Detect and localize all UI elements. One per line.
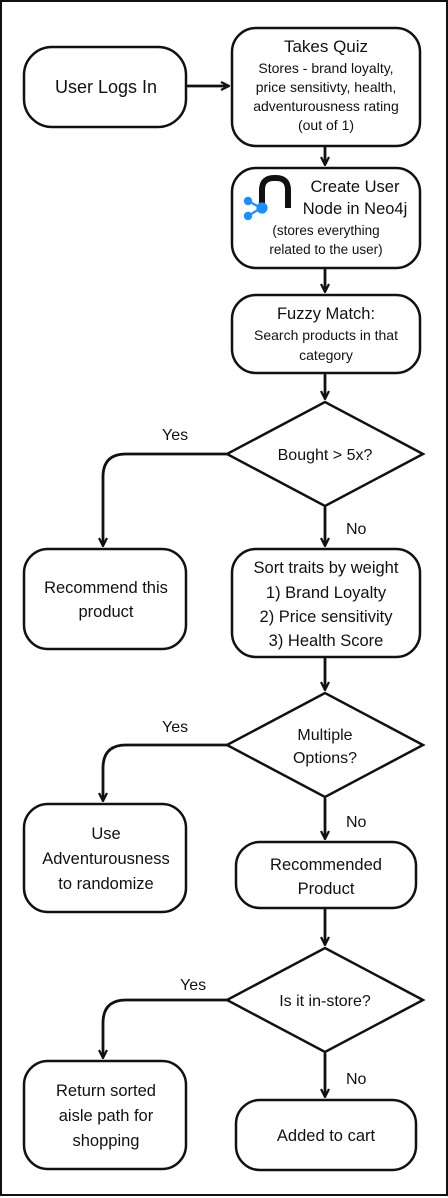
edge-label-multiple-yes: Yes	[162, 719, 188, 736]
recommend-this-label: Recommend this	[44, 579, 168, 597]
use-adventurousness-label: Use	[91, 825, 120, 843]
recommended-product-label: Product	[298, 880, 355, 898]
recommend-this-label: product	[78, 603, 133, 621]
return-aisle-box	[22, 1059, 188, 1171]
takes-quiz-line: price sensitivty, health,	[256, 79, 397, 95]
fuzzy-match-line: category	[299, 347, 353, 363]
return-aisle-label: Return sorted	[56, 1082, 156, 1100]
create-user-node-note: related to the user)	[269, 242, 382, 257]
sort-traits-item: 1) Brand Loyalty	[266, 584, 387, 602]
multiple-options-label: Options?	[293, 750, 357, 767]
use-adventurousness-label: Adventurousness	[42, 850, 170, 868]
recommend-this-box	[22, 547, 188, 651]
return-aisle-label: shopping	[73, 1132, 140, 1150]
sort-traits-item: 3) Health Score	[269, 632, 384, 650]
arrow-bought-yes	[103, 452, 229, 545]
in-store-decision-diamond	[224, 946, 426, 1054]
multiple-options-diamond	[224, 691, 426, 799]
edge-label-bought-no: No	[346, 521, 367, 538]
edge-label-bought-yes: Yes	[162, 427, 188, 444]
added-to-cart-box	[234, 1098, 418, 1172]
create-user-node-box	[230, 166, 422, 270]
edge-label-instore-no: No	[346, 1071, 367, 1088]
recommended-product-box	[234, 840, 418, 910]
fuzzy-match-box	[230, 293, 422, 375]
multiple-options-label: Multiple	[297, 727, 352, 744]
fuzzy-match-title: Fuzzy Match:	[277, 305, 375, 323]
bought-decision-diamond	[224, 400, 426, 508]
neo4j-logo-icon	[243, 175, 291, 221]
takes-quiz-title: Takes Quiz	[284, 37, 368, 56]
arrow-multiple-yes	[103, 743, 229, 800]
takes-quiz-line: Stores - brand loyalty,	[258, 60, 393, 76]
recommended-product-label: Recommended	[270, 856, 382, 874]
user-logs-in-box	[22, 45, 188, 129]
added-to-cart-label: Added to cart	[277, 1127, 376, 1145]
use-adventurousness-label: to randomize	[58, 875, 153, 893]
fuzzy-match-line: Search products in that	[254, 327, 398, 343]
create-user-node-title: Node in Neo4j	[303, 200, 408, 218]
create-user-node-title: Create User	[311, 178, 400, 196]
arrow-instore-yes	[103, 998, 229, 1057]
takes-quiz-box	[230, 26, 422, 148]
edge-label-multiple-no: No	[346, 814, 367, 831]
user-logs-in-label: User Logs In	[55, 77, 157, 97]
create-user-node-note: (stores everything	[272, 223, 379, 238]
sort-traits-item: 2) Price sensitivity	[260, 608, 394, 626]
sort-traits-title: Sort traits by weight	[254, 559, 399, 577]
bought-decision-label: Bought > 5x?	[278, 447, 373, 464]
takes-quiz-line: (out of 1)	[298, 117, 354, 133]
takes-quiz-line: adventurousness rating	[253, 98, 399, 114]
return-aisle-label: aisle path for	[59, 1107, 154, 1125]
in-store-decision-label: Is it in-store?	[279, 993, 371, 1010]
edge-label-instore-yes: Yes	[180, 977, 206, 994]
use-adventurousness-box	[22, 802, 188, 914]
sort-traits-box	[230, 547, 422, 659]
